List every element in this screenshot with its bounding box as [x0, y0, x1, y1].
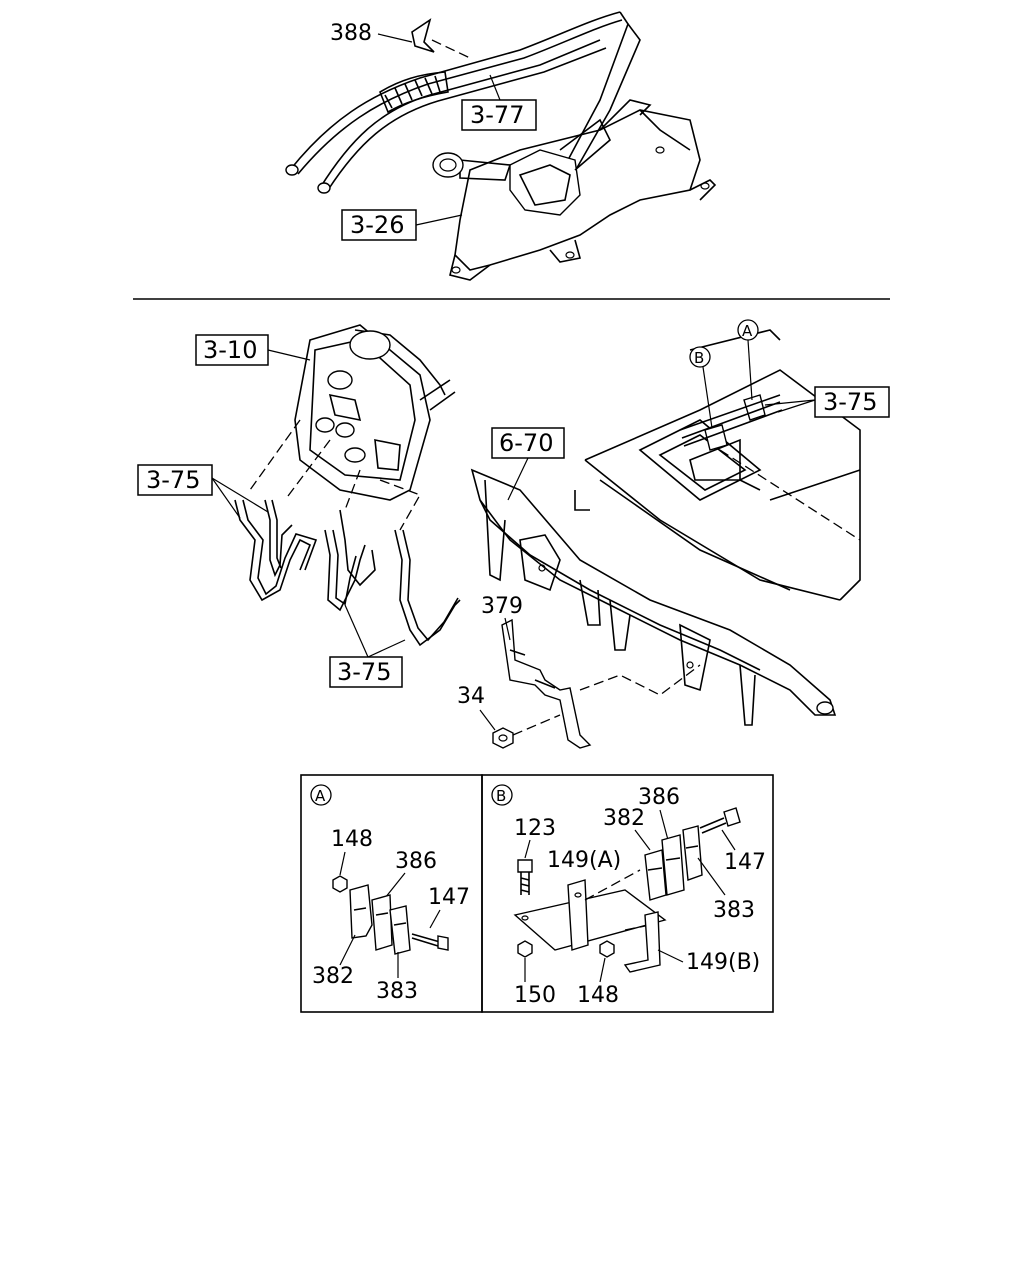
detail-b-123-text: 123	[514, 816, 556, 841]
marker-a-text: A	[742, 322, 753, 340]
detail-a-panel: A 148 386 147 382 383	[300, 774, 483, 1013]
detail-b-386-text: 386	[638, 785, 680, 810]
ref-box-3-10: 3-10	[195, 334, 311, 366]
ref-3-10-text: 3-10	[203, 336, 257, 364]
detail-a-marker-text: A	[315, 787, 326, 805]
ref-box-3-75-left: 3-75	[137, 464, 269, 519]
ref-box-3-75-bottom: 3-75	[329, 604, 406, 688]
detail-b-marker-text: B	[496, 787, 506, 805]
detail-b-150-text: 150	[514, 983, 556, 1008]
ref-box-3-75-right: 3-75	[764, 386, 890, 418]
detail-a-382-text: 382	[312, 964, 354, 989]
part-379-text: 379	[481, 594, 523, 619]
nut-34: 34	[457, 684, 561, 749]
part-34-text: 34	[457, 684, 485, 709]
part-388-text: 388	[330, 21, 372, 46]
detail-a-383-text: 383	[376, 979, 418, 1004]
ref-box-3-26: 3-26	[341, 209, 463, 241]
ref-3-26-text: 3-26	[350, 211, 404, 239]
detail-b-148-text: 148	[577, 983, 619, 1008]
detail-a-147-text: 147	[428, 885, 470, 910]
top-assembly	[285, 11, 717, 281]
ref-3-75-right-text: 3-75	[823, 388, 877, 416]
ref-3-75-bottom-text: 3-75	[337, 658, 391, 686]
detail-a-386-text: 386	[395, 849, 437, 874]
ref-6-70-text: 6-70	[499, 429, 553, 457]
detail-b-149b-text: 149(B)	[686, 950, 760, 975]
ref-3-75-left-text: 3-75	[146, 466, 200, 494]
bracket-379: 379	[481, 594, 701, 749]
brake-pipes-left	[234, 419, 461, 647]
chassis-frame	[470, 468, 837, 726]
ref-box-6-70: 6-70	[491, 427, 565, 501]
detail-b-382-text: 382	[603, 806, 645, 831]
detail-b-383-text: 383	[713, 898, 755, 923]
detail-b-147-text: 147	[724, 850, 766, 875]
pedal-bracket-assembly	[294, 324, 456, 501]
cab-floor	[574, 329, 861, 601]
marker-b-text: B	[694, 349, 704, 367]
marker-b: B	[689, 346, 713, 429]
detail-b-149a-text: 149(A)	[547, 848, 621, 873]
detail-b-panel: B 123 382 386 149(A) 147 383 149(B)	[481, 774, 774, 1013]
ref-box-3-77: 3-77	[461, 74, 537, 131]
label-388: 388	[330, 21, 413, 46]
detail-a-148-text: 148	[331, 827, 373, 852]
ref-3-77-text: 3-77	[470, 101, 524, 129]
marker-a: A	[737, 319, 759, 401]
